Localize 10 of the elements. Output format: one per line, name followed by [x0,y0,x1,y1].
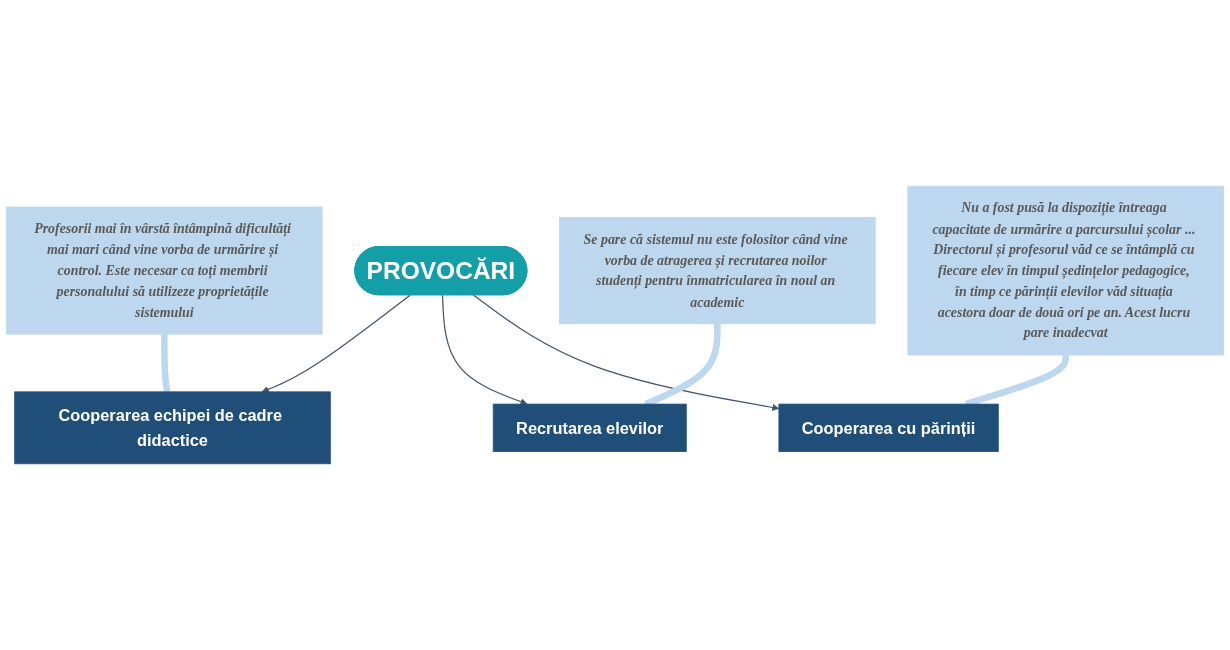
connector [161,334,171,393]
arrow [441,294,528,406]
node-box: Se pare că sistemul nu este folositor când vine vorba de atragerea și recrutarea noilor studenți pentru înmatricularea în noul an academic [559,217,876,325]
node-box: Nu a fost pusă la dispoziție întreaga capacitate de urmărire a parcursului școlar ... Directorul și profesorul văd ce se întâmplă cu fiecare elev în timpul ședințelor pedagogice, în timp ce părinții elevilor văd situația acestora doar de două ori pe an. Acest lucru pare inadecvat [907,185,1224,356]
arrow [261,294,411,393]
node-box: Recrutarea elevilor [492,403,687,452]
node-box: Profesorii mai în vârstă întâmpină dificultăți mai mari când vine vorba de urmărire și control. Este necesar ca toți membrii personalului să utilizeze proprietățile sistemului [6,206,323,335]
node-box: Cooperarea cu părinții [778,403,999,452]
arrow [473,294,780,411]
node-box: Cooperarea echipei de cadre didactice [14,391,331,465]
